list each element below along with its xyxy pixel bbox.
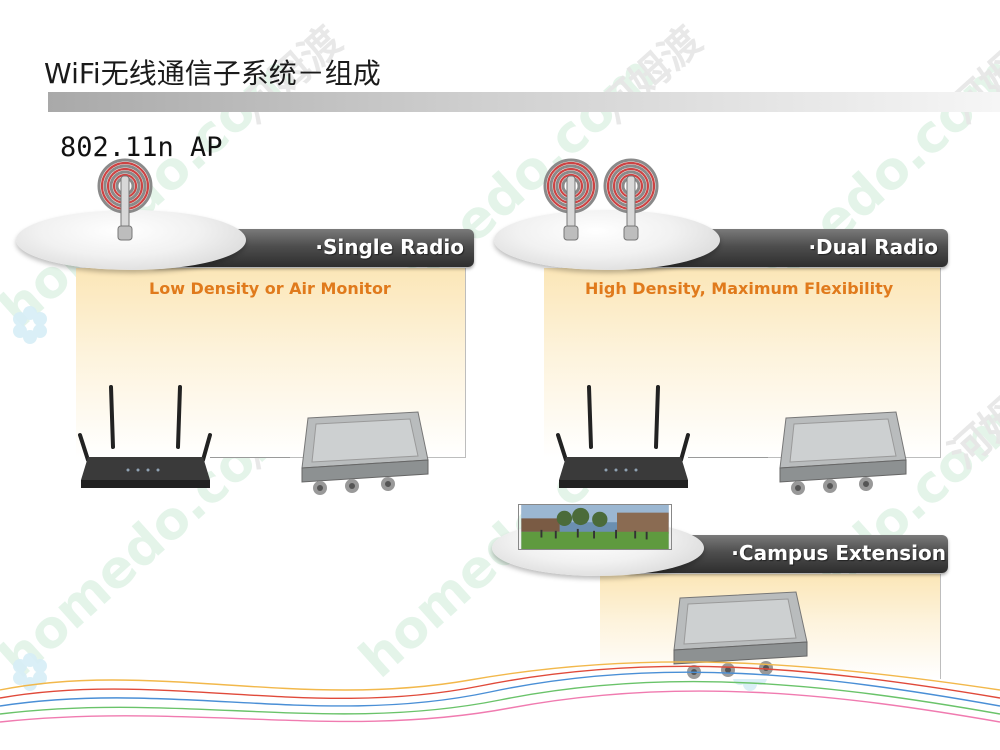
single-radio-label: ·Single Radio [315,235,464,259]
antenna-wifi-icon [97,158,153,241]
watermark-text-cn: 河姆渡 [941,18,1000,132]
indoor-router-icon [556,385,690,488]
watermark-text-cn: 河姆渡 [591,18,711,132]
panel-border-right [940,268,941,458]
indoor-router-icon [78,385,212,488]
connector-line [210,457,290,458]
panel-border-right [940,574,941,679]
campus-photo [518,504,672,550]
outdoor-ap-icon [673,591,808,679]
outdoor-ap-icon [779,411,907,495]
antenna-wifi-icon [603,158,659,241]
title-underline-bar [48,92,1000,112]
dual-radio-caption: High Density, Maximum Flexibility [585,279,894,298]
section-subtitle: 802.11n AP [60,132,223,163]
outdoor-ap-icon [301,411,429,495]
panel-border-right [465,268,466,458]
page-title: WiFi无线通信子系统－组成 [44,57,381,90]
watermark-text-cn: 河姆渡 [941,363,1000,477]
dual-radio-label: ·Dual Radio [808,235,938,259]
antenna-wifi-icon [543,158,599,241]
dual-radio-ellipse [494,210,720,270]
connector-line [688,457,768,458]
campus-extension-label: ·Campus Extension [731,541,946,565]
single-radio-caption: Low Density or Air Monitor [149,279,391,298]
